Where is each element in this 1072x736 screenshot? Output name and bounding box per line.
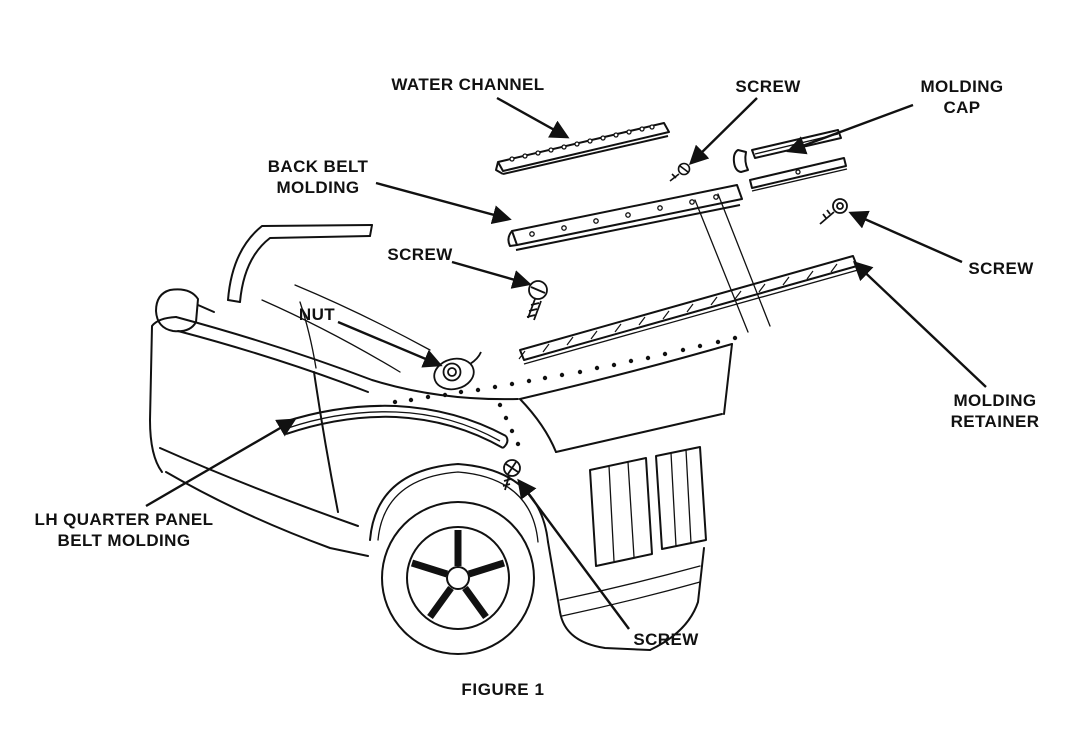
door-seam — [313, 371, 339, 513]
arrow-water-channel — [496, 96, 570, 139]
car-body-outline — [149, 193, 771, 651]
label-lh-quarter-panel-belt-molding: LH QUARTER PANEL BELT MOLDING — [34, 510, 214, 551]
label-screw-bottom: SCREW — [633, 630, 699, 649]
deck-hole-seam — [392, 335, 738, 447]
label-molding-retainer: MOLDING RETAINER — [950, 391, 1040, 432]
arrow-back-belt-molding — [375, 181, 512, 225]
rear-wheel — [381, 501, 535, 655]
label-back-belt-molding: BACK BELT MOLDING — [267, 157, 369, 198]
back-belt-molding-part — [507, 184, 743, 251]
screw-right-part — [819, 198, 848, 225]
label-molding-cap: MOLDING CAP — [920, 77, 1004, 118]
arrow-molding-cap — [786, 103, 914, 155]
figure-caption: FIGURE 1 — [461, 680, 545, 699]
trunk-lid — [519, 343, 733, 400]
side-mirror — [155, 288, 199, 333]
water-channel-part — [495, 122, 670, 175]
screw-bottom-part — [502, 459, 521, 491]
molding-cap-part — [732, 129, 848, 192]
label-screw-center: SCREW — [387, 245, 453, 264]
molding-retainer-part — [518, 255, 859, 365]
label-water-channel: WATER CHANNEL — [391, 75, 545, 94]
taillight-left — [589, 457, 653, 567]
nut-part — [433, 351, 482, 391]
label-nut: NUT — [298, 305, 336, 324]
screw-top-part — [669, 162, 691, 182]
belt-line — [175, 316, 519, 401]
arrow-lh-quarter-molding — [145, 418, 297, 508]
arrow-screw-top — [688, 97, 758, 166]
label-screw-right: SCREW — [968, 259, 1034, 278]
arrow-molding-retainer — [852, 261, 987, 388]
arrow-nut — [337, 320, 443, 368]
arrow-screw-right — [848, 210, 963, 264]
arrow-screw-center — [451, 260, 532, 289]
label-screw-top: SCREW — [735, 77, 801, 96]
arrow-screw-bottom — [517, 478, 630, 630]
leader-arrows — [145, 96, 987, 630]
taillight-right — [655, 446, 707, 550]
lh-quarter-panel-belt-molding-part — [281, 404, 509, 449]
windshield-frame — [227, 224, 373, 301]
screw-center-part — [526, 280, 548, 321]
